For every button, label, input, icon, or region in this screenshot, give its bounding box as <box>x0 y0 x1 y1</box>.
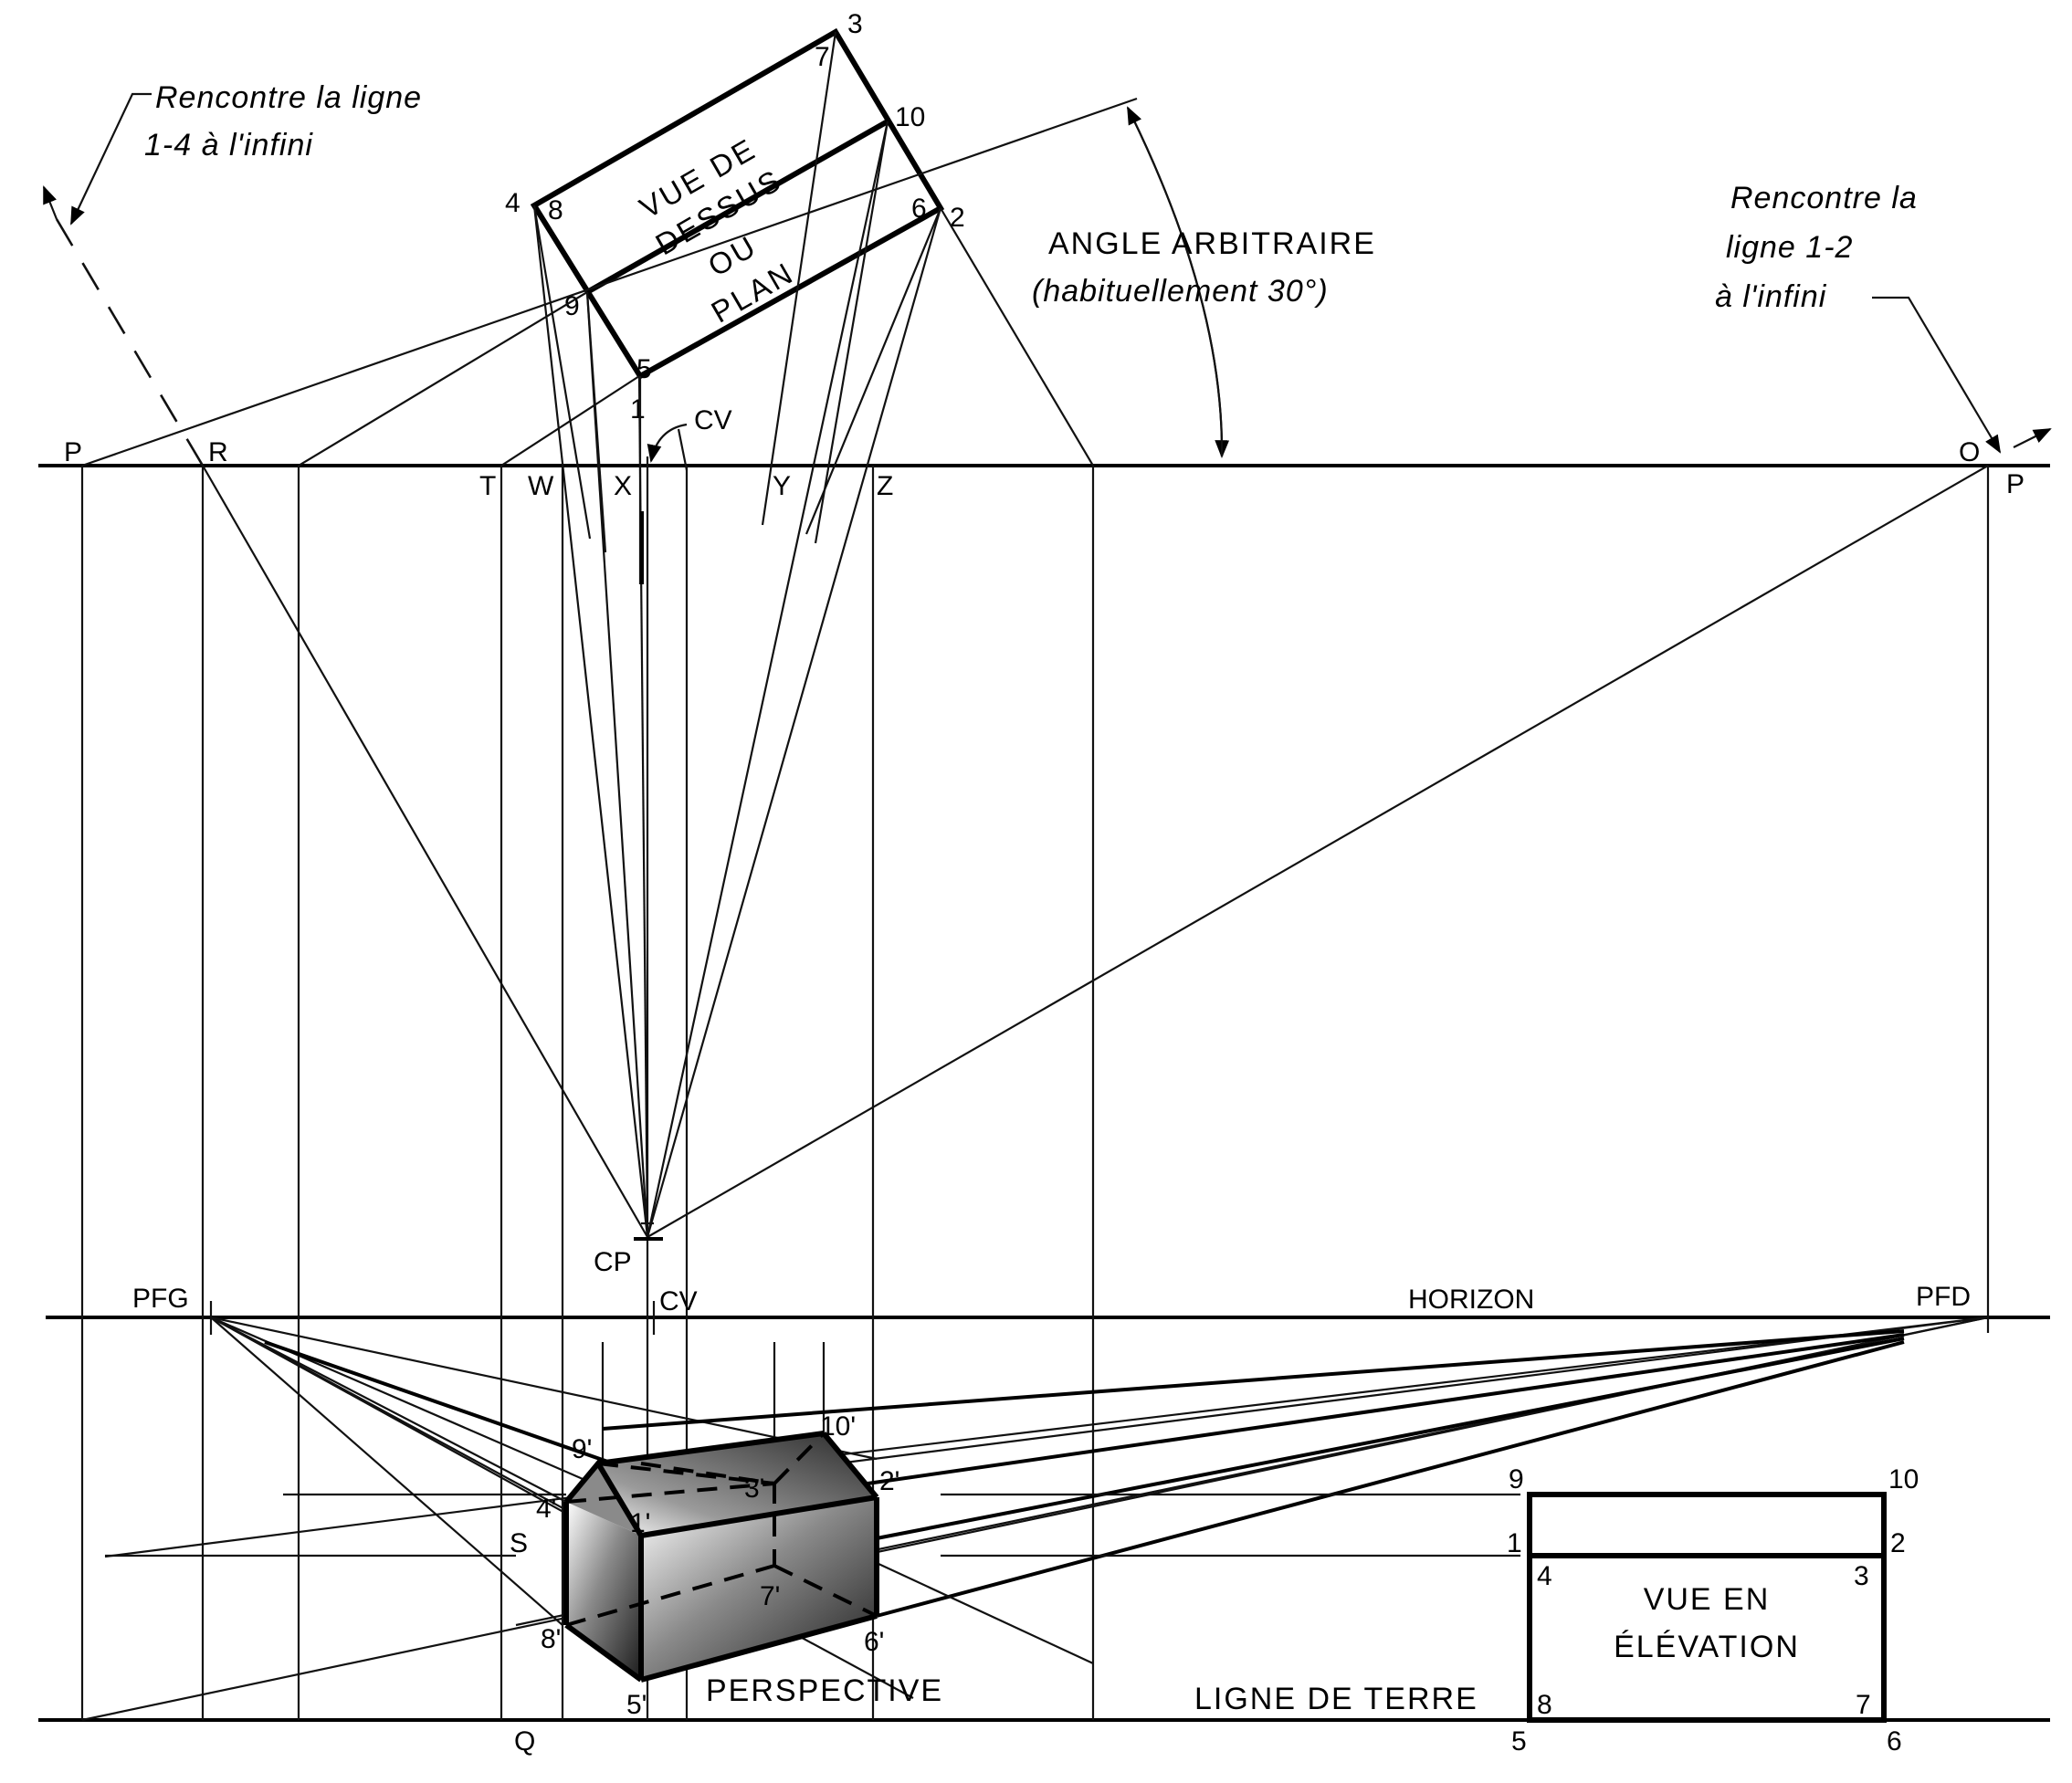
top-label-1: 1 <box>630 394 646 425</box>
top-label-2: 2 <box>950 203 965 233</box>
persp-label-3: 3' <box>744 1474 764 1504</box>
persp-label-6: 6' <box>864 1627 884 1657</box>
pp-label-O: O <box>1959 437 1980 467</box>
persp-label-5: 5' <box>626 1690 647 1720</box>
elevation-outline <box>1527 1492 1887 1723</box>
top-label-6: 6 <box>911 194 927 224</box>
ground-line-label: LIGNE DE TERRE <box>1194 1682 1478 1716</box>
top-label-8: 8 <box>548 195 563 225</box>
elevation-title-line2: ÉLÉVATION <box>1614 1630 1800 1664</box>
top-label-7: 7 <box>815 42 830 72</box>
visual-rays <box>202 31 1989 1238</box>
elev-label-9: 9 <box>1509 1464 1524 1495</box>
top-label-4: 4 <box>505 188 521 218</box>
cv-callout <box>647 423 689 471</box>
persp-label-S: S <box>510 1528 528 1558</box>
pfd-label: PFD <box>1916 1282 1971 1312</box>
pp-label-Y: Y <box>773 471 791 501</box>
right-note-line1: Rencontre la <box>1730 181 1918 215</box>
cp-label: CP <box>594 1247 632 1277</box>
pfg-label: PFG <box>132 1284 189 1314</box>
station-point: CP CV <box>594 1237 698 1316</box>
elev-label-2: 2 <box>1890 1528 1906 1558</box>
elev-label-8: 8 <box>1537 1690 1552 1720</box>
top-label-10: 10 <box>895 102 925 132</box>
pp-label-T: T <box>479 471 496 501</box>
elev-label-10: 10 <box>1888 1464 1919 1495</box>
house-front-wall <box>641 1497 877 1680</box>
elev-label-5: 5 <box>1511 1726 1527 1757</box>
angle-sublabel: (habituellement 30°) <box>1032 274 1329 309</box>
persp-label-7: 7' <box>760 1581 780 1611</box>
persp-label-9: 9' <box>572 1434 592 1464</box>
picture-plane-labels: P R T W X CV Y Z O P <box>64 405 2025 501</box>
pp-label-CV: CV <box>694 405 732 435</box>
persp-label-4: 4' <box>536 1494 556 1524</box>
house-left-wall <box>566 1502 641 1680</box>
left-note-line1: Rencontre la ligne <box>155 80 422 115</box>
elev-label-3: 3 <box>1854 1561 1869 1591</box>
elev-label-6: 6 <box>1887 1726 1902 1757</box>
infinity-notes: Rencontre la ligne 1-4 à l'infini Rencon… <box>70 80 2052 454</box>
persp-label-2: 2' <box>879 1466 899 1496</box>
elev-label-1: 1 <box>1507 1528 1522 1558</box>
main-lines <box>38 464 2050 1722</box>
right-note-line2: ligne 1-2 <box>1726 230 1853 265</box>
elevation-title-line1: VUE EN <box>1644 1582 1771 1617</box>
vertical-projectors <box>80 456 1990 1720</box>
pp-label-R: R <box>208 437 228 467</box>
persp-label-Q: Q <box>514 1726 535 1757</box>
elevation-view: VUE EN ÉLÉVATION 9 10 1 2 4 3 8 7 5 6 <box>1507 1464 1919 1757</box>
pp-label-Z: Z <box>877 471 893 501</box>
perspective-house: 9' 10' 4' 1' 2' 3' 7' 8' 6' 5' S Q PERSP… <box>510 1411 943 1757</box>
pp-label-P-left: P <box>64 437 82 467</box>
perspective-title: PERSPECTIVE <box>706 1673 943 1708</box>
top-label-3: 3 <box>847 9 863 39</box>
pp-label-P-right: P <box>2006 469 2025 499</box>
persp-label-1: 1' <box>630 1508 650 1538</box>
right-note-line3: à l'infini <box>1715 279 1827 314</box>
pp-label-W: W <box>528 471 554 501</box>
horizon-labels: PFG PFD HORIZON <box>132 1282 1971 1315</box>
house-roof <box>598 1433 877 1536</box>
elev-label-7: 7 <box>1856 1690 1871 1720</box>
vanishing-lines <box>81 1316 1989 1722</box>
horizon-label: HORIZON <box>1408 1285 1534 1315</box>
cv-horizon-label: CV <box>659 1286 698 1316</box>
persp-label-8: 8' <box>541 1624 561 1654</box>
pp-label-X: X <box>614 471 632 501</box>
left-note-line2: 1-4 à l'infini <box>144 128 313 163</box>
elev-label-4: 4 <box>1537 1561 1552 1591</box>
angle-label: ANGLE ARBITRAIRE <box>1048 226 1376 261</box>
persp-label-10: 10' <box>820 1411 856 1442</box>
angle-indicator: ANGLE ARBITRAIRE (habituellement 30°) <box>1032 106 1376 458</box>
